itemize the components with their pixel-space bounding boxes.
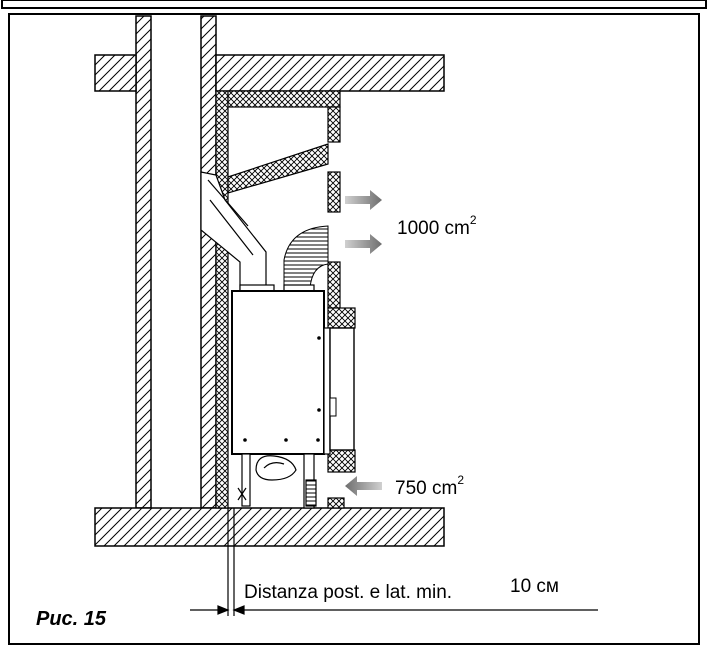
inlet-arrow <box>345 476 382 496</box>
ceiling-slab <box>94 54 445 92</box>
fireplace-insert <box>231 284 355 455</box>
outer-frame <box>8 13 700 645</box>
outlet-area-label: 1000 cm2 <box>397 213 477 239</box>
outlet-arrow-upper <box>345 190 382 210</box>
fan-and-legs <box>237 453 317 509</box>
smoke-pipe <box>200 171 267 291</box>
hood-insulation <box>215 90 356 509</box>
flexible-duct <box>283 225 329 289</box>
outlet-arrows <box>345 190 382 254</box>
top-border-strip <box>1 0 707 9</box>
figure-label: Рис. 15 <box>36 608 107 630</box>
distance-value: 10 см <box>510 576 559 597</box>
chimney-flue <box>135 15 217 509</box>
inlet-area-label: 750 cm2 <box>395 473 464 499</box>
distance-label: Distanza post. e lat. min. <box>244 582 452 603</box>
distance-dimension <box>190 508 598 616</box>
floor-slab <box>94 507 445 547</box>
slanted-baffle <box>227 143 329 194</box>
outlet-arrow-lower <box>345 234 382 254</box>
